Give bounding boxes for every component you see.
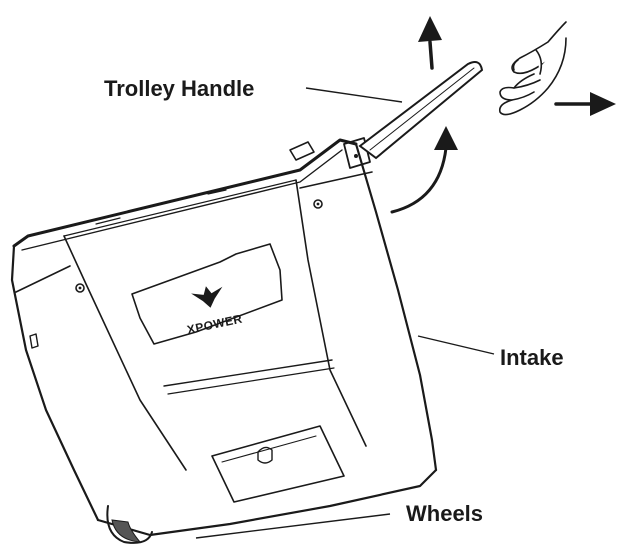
right-panel-line bbox=[295, 179, 367, 447]
up-arrow-icon bbox=[418, 16, 442, 70]
bottom-knob-icon bbox=[257, 446, 273, 464]
front-panel-top bbox=[63, 179, 297, 237]
right-arrow-icon bbox=[554, 92, 616, 116]
unit-top-edge-inner bbox=[21, 149, 343, 251]
wheel-icon bbox=[106, 505, 153, 544]
right-screw-icon bbox=[313, 199, 323, 209]
left-panel-band bbox=[15, 265, 71, 293]
left-screw-icon bbox=[75, 283, 85, 293]
logo-text: XPOWER bbox=[186, 312, 244, 337]
front-panel-lower bbox=[163, 359, 333, 387]
dehumidifier-unit: XPOWER bbox=[10, 138, 438, 544]
side-port bbox=[29, 333, 39, 349]
wheels-leader bbox=[195, 513, 391, 539]
xpower-logo-icon bbox=[191, 286, 223, 308]
trolley-handle-label: Trolley Handle bbox=[104, 76, 254, 101]
curved-arrow-icon bbox=[390, 126, 458, 214]
right-panel-band bbox=[299, 171, 373, 189]
trolley-handle bbox=[289, 61, 484, 169]
logo-plate: XPOWER bbox=[131, 243, 283, 345]
unit-left-side bbox=[10, 244, 100, 522]
wheels-label: Wheels bbox=[406, 501, 483, 526]
bottom-slot bbox=[211, 425, 345, 503]
front-panel-lower-2 bbox=[167, 367, 335, 395]
bottom-slot-inner bbox=[221, 435, 317, 463]
unit-top-edge bbox=[12, 138, 358, 248]
trolley-handle-leader bbox=[305, 87, 403, 103]
left-panel-line bbox=[63, 235, 187, 471]
unit-bottom-edge bbox=[96, 468, 438, 537]
intake-label: Intake bbox=[500, 345, 564, 370]
hand-icon bbox=[498, 21, 567, 116]
unit-right-side bbox=[354, 142, 438, 472]
intake-leader bbox=[417, 335, 495, 355]
